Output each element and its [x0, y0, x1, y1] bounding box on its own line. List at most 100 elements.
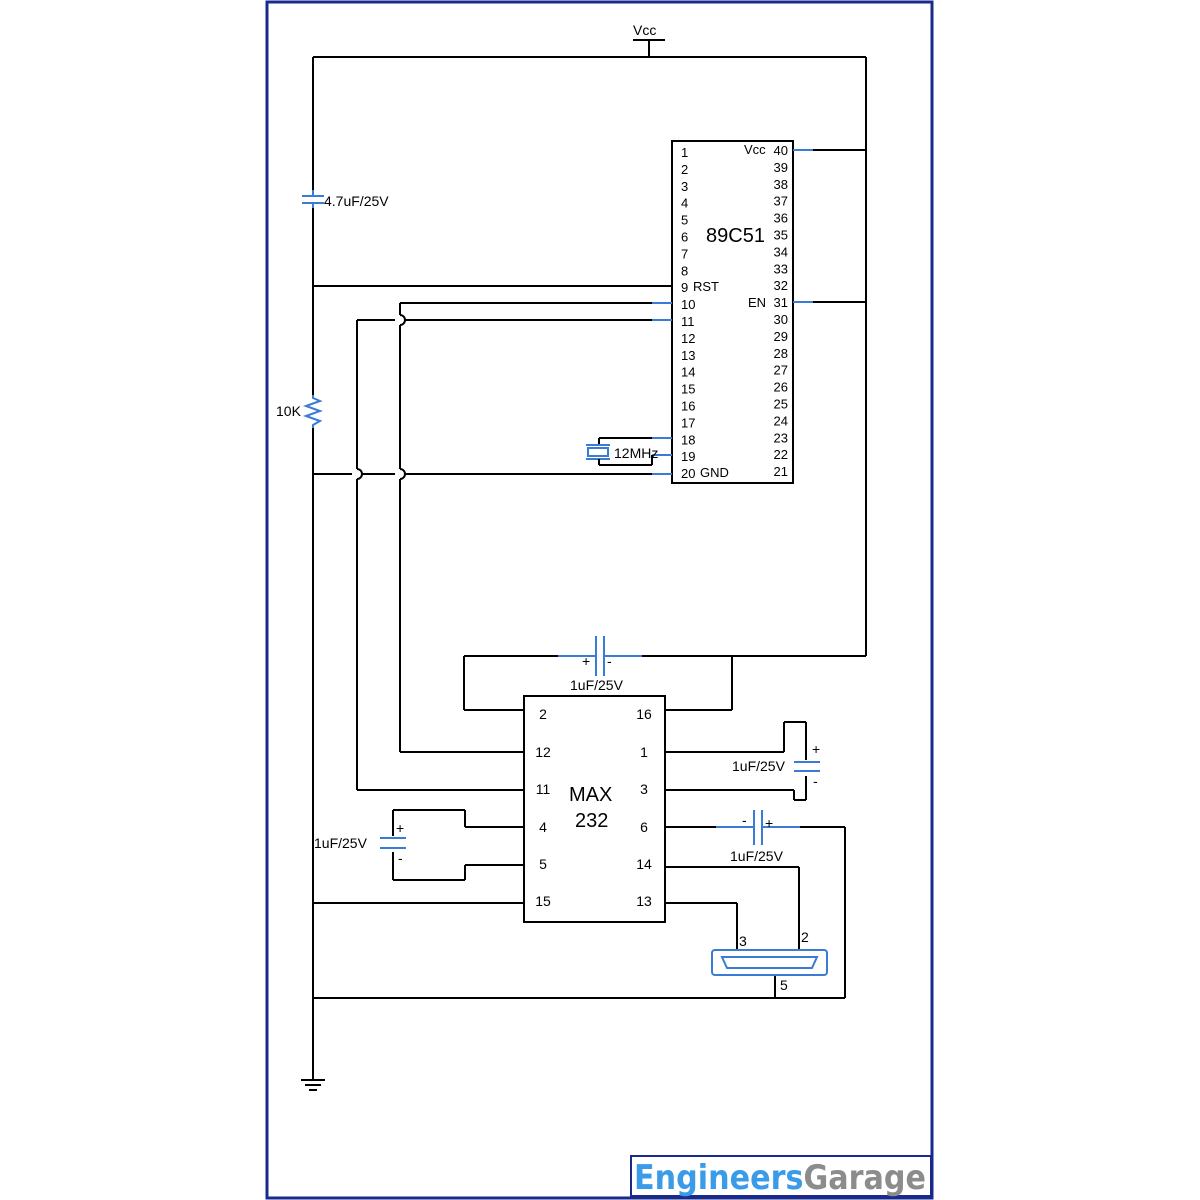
- max-right-lower-capacitor-plus: +: [765, 815, 773, 831]
- max232-pin-1: 1: [640, 744, 648, 760]
- max-left-capacitor: + - 1uF/25V: [314, 820, 406, 866]
- max-left-capacitor-minus: -: [398, 850, 403, 866]
- mcu-pin-25: 25: [774, 397, 788, 412]
- vcc-supply: Vcc: [633, 22, 665, 57]
- max-right-upper-capacitor-plus: +: [812, 741, 820, 757]
- max232-left-pin-labels: 2 12 11 4 5 15: [535, 706, 551, 909]
- mcu-pin-5: 5: [681, 213, 688, 228]
- max232-pin-5: 5: [539, 856, 547, 872]
- max-left-capacitor-label: 1uF/25V: [314, 835, 368, 851]
- mcu-pin-4: 4: [681, 196, 688, 211]
- mcu-pin-40: 40: [774, 143, 788, 158]
- mcu-pin-6: 6: [681, 230, 688, 245]
- max-top-capacitor-plus: +: [582, 653, 590, 669]
- mcu-pin-20: 20: [681, 466, 695, 481]
- max-right-lower-capacitor-minus: -: [742, 812, 747, 828]
- ground-symbol: [301, 1079, 325, 1091]
- max-top-capacitor-label: 1uF/25V: [570, 677, 624, 693]
- max-right-upper-capacitor-label: 1uF/25V: [732, 758, 786, 774]
- schematic-frame: [265, 0, 934, 1200]
- connector-pin-5: 5: [780, 977, 788, 993]
- serial-connector: 3 2 5: [711, 929, 828, 993]
- mcu-pin-8: 8: [681, 263, 688, 278]
- mcu-en-label: EN: [748, 295, 766, 310]
- mcu-pin-33: 33: [774, 261, 788, 276]
- mcu-pin-18: 18: [681, 432, 695, 447]
- max-right-lower-capacitor-label: 1uF/25V: [730, 848, 784, 864]
- mcu-pin-19: 19: [681, 449, 695, 464]
- mcu-name: 89C51: [706, 225, 765, 247]
- mcu-pin-38: 38: [774, 177, 788, 192]
- max232-pin-16: 16: [636, 706, 652, 722]
- crystal-12mhz: 12MHz: [586, 437, 658, 466]
- max232-pin-2: 2: [539, 706, 547, 722]
- mcu-pin-10: 10: [681, 297, 695, 312]
- max-top-capacitor-minus: -: [607, 653, 612, 669]
- max232-name-line1: MAX: [569, 784, 612, 806]
- mcu-pin-12: 12: [681, 331, 695, 346]
- max232-pin-6: 6: [640, 819, 648, 835]
- mcu-body: [671, 140, 794, 484]
- mcu-pin-26: 26: [774, 380, 788, 395]
- mcu-pin-21: 21: [774, 464, 788, 479]
- mcu-pin-34: 34: [774, 244, 788, 259]
- mcu-pin-17: 17: [681, 415, 695, 430]
- wiring: [312, 56, 867, 1080]
- mcu-vcc-label: Vcc: [744, 142, 766, 157]
- mcu-pin-35: 35: [774, 228, 788, 243]
- vcc-supply-label: Vcc: [633, 22, 656, 38]
- max232-body: [523, 695, 666, 923]
- max-right-upper-capacitor: + - 1uF/25V: [732, 741, 820, 789]
- max-right-upper-capacitor-minus: -: [813, 773, 818, 789]
- mcu-pin-13: 13: [681, 348, 695, 363]
- mcu-gnd-label: GND: [700, 465, 729, 480]
- mcu-pin-3: 3: [681, 179, 688, 194]
- max232-pin-12: 12: [535, 744, 551, 760]
- mcu-pin-30: 30: [774, 312, 788, 327]
- mcu-pin-22: 22: [774, 447, 788, 462]
- connector-body: [711, 949, 828, 976]
- max232-pin-11: 11: [536, 781, 551, 797]
- mcu-pin-7: 7: [681, 246, 688, 261]
- mcu-pin-39: 39: [774, 160, 788, 175]
- reset-capacitor: 4.7uF/25V: [302, 190, 389, 209]
- mcu-pin-27: 27: [774, 363, 788, 378]
- mcu-pin-36: 36: [774, 211, 788, 226]
- brand-logo: EngineersGarage: [630, 1155, 932, 1198]
- max232-pin-14: 14: [636, 856, 652, 872]
- mcu-pin-15: 15: [681, 382, 695, 397]
- mcu-pin-37: 37: [774, 194, 788, 209]
- brand-part-garage: Garage: [803, 1158, 926, 1198]
- mcu-pin-9: 9: [681, 280, 688, 295]
- max232-pin-4: 4: [539, 819, 547, 835]
- max232-pin-13: 13: [636, 893, 652, 909]
- max-top-capacitor: + - 1uF/25V: [558, 636, 642, 693]
- mcu-pin-32: 32: [774, 278, 788, 293]
- mcu-pin-23: 23: [774, 430, 788, 445]
- mcu-pin-2: 2: [681, 162, 688, 177]
- mcu-pin-28: 28: [774, 346, 788, 361]
- connector-pin-2: 2: [801, 929, 809, 945]
- max232-pin-15: 15: [535, 893, 551, 909]
- max-right-lower-capacitor: - + 1uF/25V: [716, 810, 800, 864]
- max-left-capacitor-plus: +: [396, 820, 404, 836]
- max232-pin-3: 3: [640, 781, 648, 797]
- brand-part-engineers: Engineers: [634, 1158, 803, 1198]
- mcu-pin-1: 1: [681, 145, 688, 160]
- max232-name-line2: 232: [575, 810, 608, 832]
- connector-pin-3: 3: [739, 933, 747, 949]
- mcu-pin-24: 24: [774, 413, 788, 428]
- mcu-pin-31: 31: [774, 295, 788, 310]
- brand-text: EngineersGarage: [634, 1158, 926, 1198]
- reset-resistor-label: 10K: [276, 403, 302, 419]
- mcu-pin-29: 29: [774, 329, 788, 344]
- crystal-label: 12MHz: [614, 445, 658, 461]
- reset-capacitor-label: 4.7uF/25V: [324, 193, 389, 209]
- mcu-pin-11: 11: [681, 314, 695, 329]
- mcu-pin-16: 16: [681, 399, 695, 414]
